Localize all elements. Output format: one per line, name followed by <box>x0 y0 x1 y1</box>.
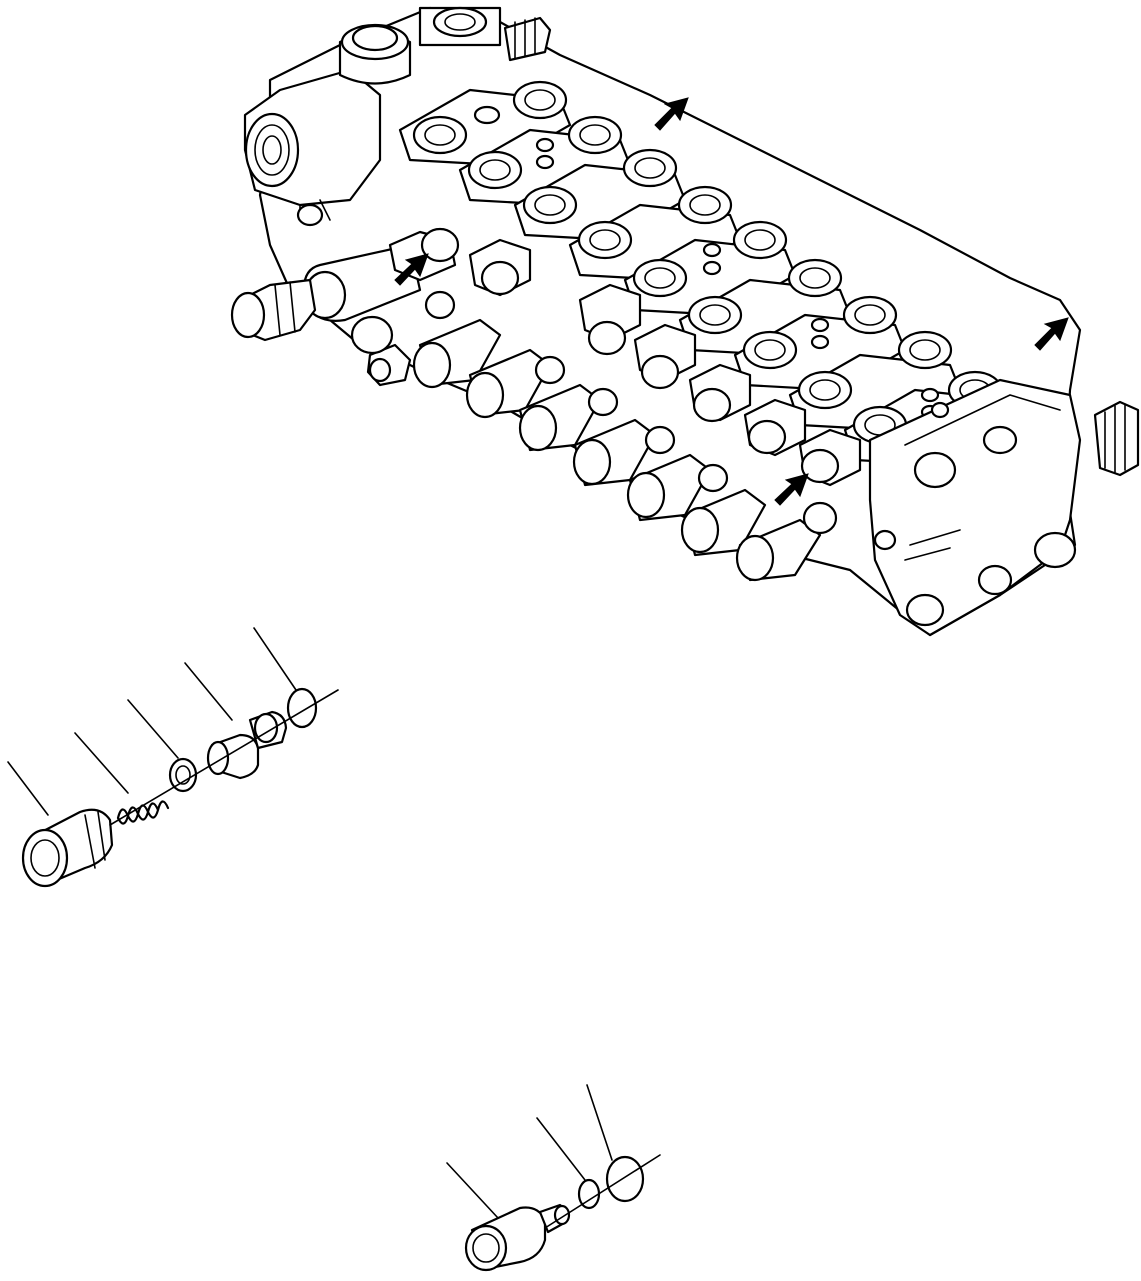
arrow-bottom-icon <box>775 474 808 505</box>
arrow-right-icon <box>1035 318 1068 350</box>
leader-7 <box>537 1118 585 1180</box>
elbow-fittings <box>352 292 836 533</box>
top-ports <box>414 82 1001 443</box>
control-valve-assembly <box>232 8 1138 635</box>
safety-valve-exploded <box>447 1085 660 1270</box>
arrow-top-icon <box>655 98 688 130</box>
check-valve-exploded <box>8 628 338 886</box>
leader-2 <box>75 733 128 793</box>
arrow-left-icon <box>395 254 428 285</box>
arrow-markers <box>395 98 1068 505</box>
leader-5 <box>254 628 296 690</box>
leader-8 <box>587 1085 612 1160</box>
leader-1 <box>8 762 48 815</box>
check-oring <box>288 689 316 727</box>
end-cover-block <box>870 380 1080 635</box>
leader-6 <box>447 1163 498 1218</box>
inlet-port <box>246 114 298 186</box>
leader-4 <box>185 663 232 720</box>
check-seat <box>170 759 196 791</box>
safety-large-oring <box>607 1157 643 1201</box>
actuator-cones <box>414 320 820 580</box>
leader-3 <box>128 700 178 758</box>
